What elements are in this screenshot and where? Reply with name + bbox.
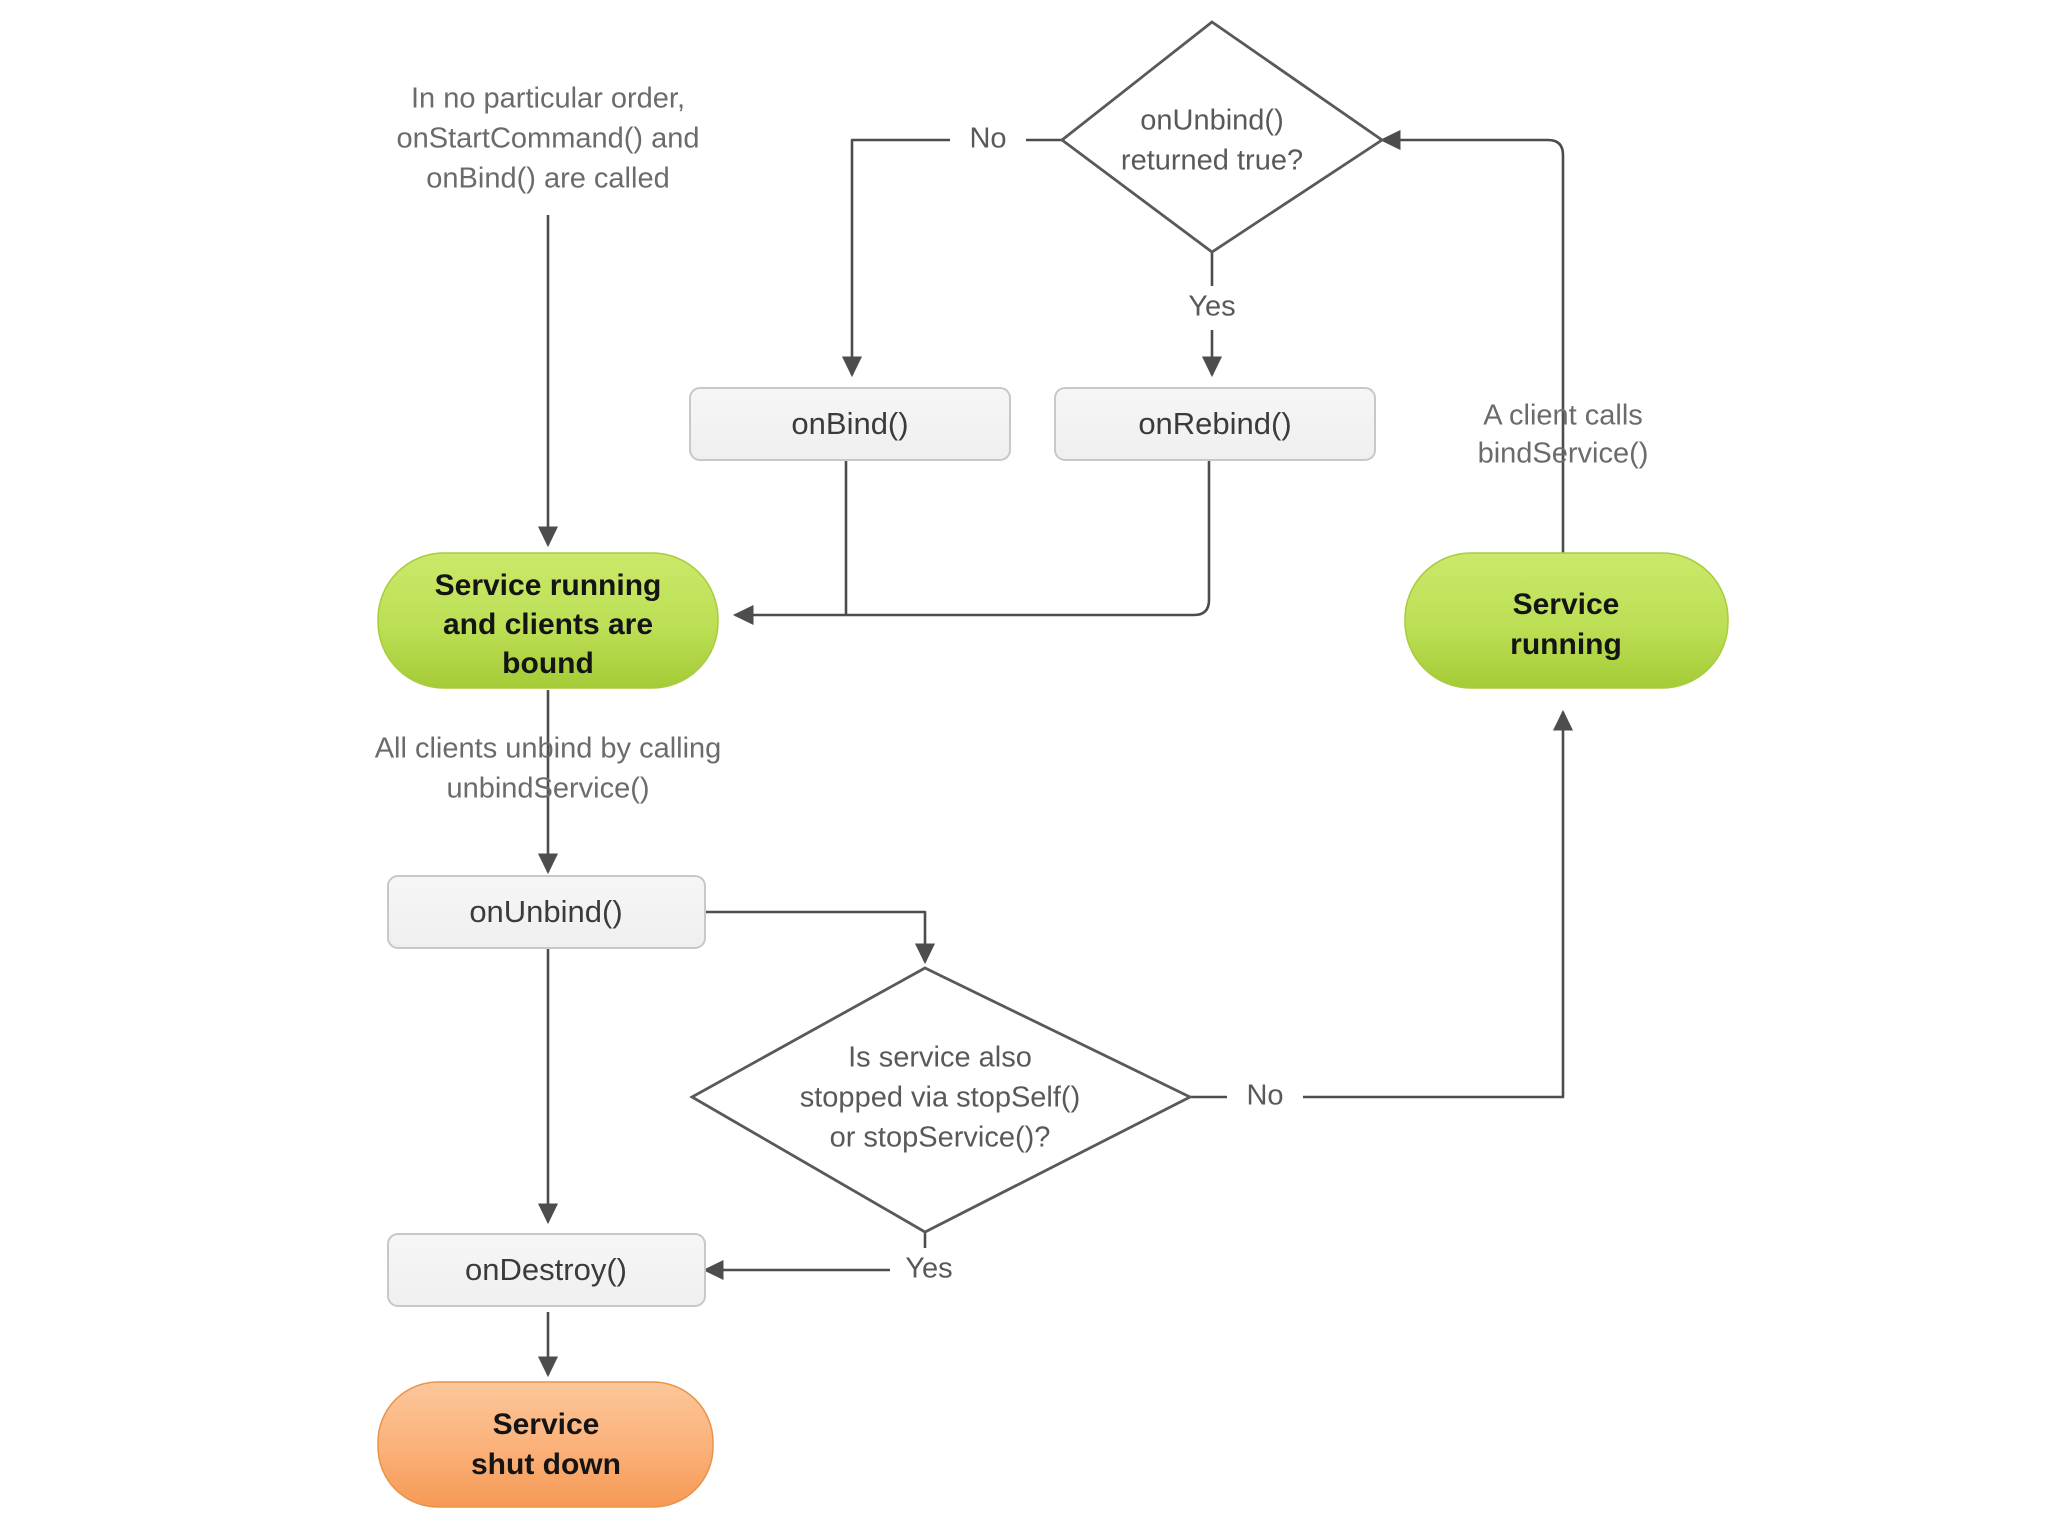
decision-stopped-label-line-3: or stopService()? xyxy=(830,1122,1051,1154)
decision-stopped-label-line-1: Is service also xyxy=(848,1042,1032,1074)
terminator-service-running-bound-shape[interactable] xyxy=(377,552,719,689)
edge-label-unbind-yes: Yes xyxy=(1172,286,1254,330)
process-ondestroy-label: onDestroy() xyxy=(465,1252,627,1287)
edge-label-stopped-no-backdrop xyxy=(1227,1075,1303,1119)
annotation-bindservice-note: A client calls bindService() xyxy=(1478,400,1649,470)
edge-label-stopped-yes-backdrop xyxy=(890,1248,972,1292)
process-ondestroy[interactable]: onDestroy() xyxy=(387,1233,706,1307)
edge-label-stopped-no-text: No xyxy=(1246,1080,1283,1112)
process-onunbind-shape[interactable] xyxy=(387,875,706,949)
process-ondestroy-shape[interactable] xyxy=(387,1233,706,1307)
decision-service-stopped-shape[interactable] xyxy=(689,966,1194,1234)
edge-onunbind-to-stopped-decision xyxy=(705,910,936,965)
annotation-start-note-line-3: onBind() are called xyxy=(426,163,669,195)
decision-onunbind-label-line-2: returned true? xyxy=(1121,145,1303,177)
edge-label-unbind-no: No xyxy=(950,118,1026,162)
terminator-running-bound-line-1: Service running xyxy=(435,569,662,602)
edge-label-unbind-yes-backdrop xyxy=(1172,286,1254,330)
terminator-service-running[interactable]: Service running xyxy=(1404,552,1729,689)
edge-label-unbind-no-text: No xyxy=(969,123,1006,155)
process-onrebind-label: onRebind() xyxy=(1138,406,1291,441)
terminator-running-bound-line-3: bound xyxy=(502,647,594,680)
edge-onrebind-to-running-bound xyxy=(846,460,1211,617)
terminator-shutdown-line-2: shut down xyxy=(471,1448,621,1481)
edge-label-stopped-no: No xyxy=(1227,1075,1303,1119)
annotation-unbind-all-line-1: All clients unbind by calling xyxy=(375,733,722,765)
annotation-start-note: In no particular order, onStartCommand()… xyxy=(396,83,699,195)
edge-onbind-to-running-bound xyxy=(732,460,848,626)
decision-onunbind-label-line-1: onUnbind() xyxy=(1140,105,1283,137)
terminator-running-line-2: running xyxy=(1510,628,1622,661)
edge-label-stopped-yes-text: Yes xyxy=(905,1253,952,1285)
terminator-service-shutdown[interactable]: Service shut down xyxy=(377,1381,714,1508)
decision-stopped-label-line-2: stopped via stopSelf() xyxy=(800,1082,1080,1114)
terminator-running-bound-line-2: and clients are xyxy=(443,608,653,641)
annotation-start-note-line-2: onStartCommand() and xyxy=(396,123,699,155)
edge-unbind-no-to-onbind xyxy=(841,138,1062,378)
edge-label-unbind-yes-text: Yes xyxy=(1188,291,1235,323)
process-onbind-label: onBind() xyxy=(791,406,908,441)
terminator-service-shutdown-shape[interactable] xyxy=(377,1381,714,1508)
edge-stopped-no-to-running xyxy=(1190,709,1574,1099)
terminator-service-running-shape[interactable] xyxy=(1404,552,1729,689)
decision-onunbind-returned-true[interactable]: onUnbind() returned true? xyxy=(1059,20,1385,254)
annotation-bindservice-line-2: bindService() xyxy=(1478,438,1649,470)
edge-running-to-unbind-decision xyxy=(1379,129,1565,555)
process-onunbind-label: onUnbind() xyxy=(469,894,622,929)
process-onunbind[interactable]: onUnbind() xyxy=(387,875,706,949)
annotation-unbind-all-line-2: unbindService() xyxy=(446,773,649,805)
decision-onunbind-shape[interactable] xyxy=(1059,20,1385,254)
edge-label-stopped-yes: Yes xyxy=(890,1248,972,1292)
edge-label-unbind-no-backdrop xyxy=(950,118,1026,162)
process-onbind-shape[interactable] xyxy=(689,387,1011,461)
terminator-service-running-bound[interactable]: Service running and clients are bound xyxy=(377,552,719,689)
annotation-start-note-line-1: In no particular order, xyxy=(411,83,685,115)
decision-service-stopped[interactable]: Is service also stopped via stopSelf() o… xyxy=(689,966,1194,1234)
process-onrebind-shape[interactable] xyxy=(1054,387,1376,461)
annotation-unbind-all-note: All clients unbind by calling unbindServ… xyxy=(375,733,722,805)
process-onrebind[interactable]: onRebind() xyxy=(1054,387,1376,461)
terminator-shutdown-line-1: Service xyxy=(493,1408,600,1441)
process-onbind[interactable]: onBind() xyxy=(689,387,1011,461)
terminator-running-line-1: Service xyxy=(1513,588,1620,621)
annotation-bindservice-line-1: A client calls xyxy=(1483,400,1643,432)
